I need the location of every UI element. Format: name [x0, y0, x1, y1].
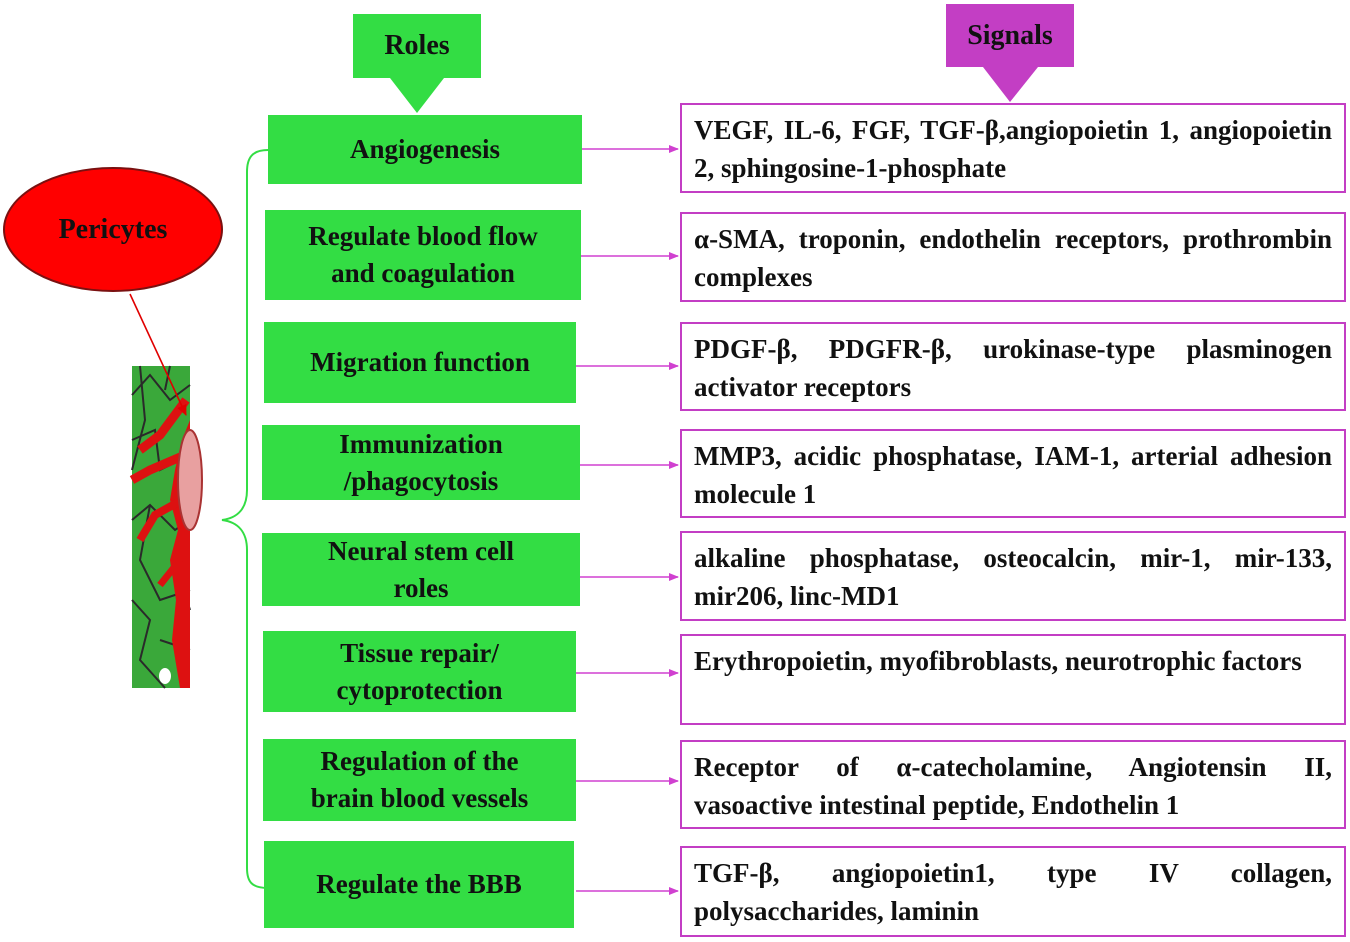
role-label-line: Regulate blood flow — [308, 221, 538, 251]
role-label-line: Neural stem cell — [328, 535, 514, 566]
role-box-angiogenesis: Angiogenesis — [268, 115, 582, 184]
roles-header: Roles — [353, 14, 481, 78]
role-box-migration: Migration function — [264, 322, 576, 403]
signal-box-immunization: MMP3, acidic phosphatase, IAM-1, arteria… — [680, 429, 1346, 518]
role-label-line: roles — [393, 572, 449, 603]
signal-box-neural-stem-cell: alkaline phosphatase, osteocalcin, mir-1… — [680, 531, 1346, 621]
role-label-line: Tissue repair/ — [340, 637, 499, 668]
role-label-line: brain blood vessels — [310, 783, 529, 813]
signal-box-angiogenesis: VEGF, IL-6, FGF, TGF-β,angiopoietin 1, a… — [680, 103, 1346, 193]
roles-header-arrow — [390, 78, 444, 113]
signal-text: VEGF, IL-6, FGF, TGF-β,angiopoietin 1, a… — [694, 115, 1332, 183]
signal-box-migration: PDGF-β, PDGFR-β, urokinase-type plasmino… — [680, 322, 1346, 411]
role-box-blood-flow: Regulate blood flow and coagulation — [265, 210, 581, 300]
pericytes-label: Pericytes — [58, 213, 168, 245]
signal-text: alkaline phosphatase, osteocalcin, mir-1… — [694, 543, 1332, 611]
role-label-line: Angiogenesis — [349, 134, 501, 164]
pericyte-pointer-arrow — [129, 293, 187, 416]
role-label-line: Migration function — [310, 347, 530, 377]
signal-text: PDGF-β, PDGFR-β, urokinase-type plasmino… — [694, 334, 1332, 402]
signals-header: Signals — [946, 4, 1074, 67]
signal-text: TGF-β, angiopoietin1, type IV collagen, … — [694, 858, 1332, 926]
signal-box-brain-vessels: Receptor of α-catecholamine, Angiotensin… — [680, 740, 1346, 829]
role-box-bbb: Regulate the BBB — [264, 841, 574, 928]
signal-text: Erythropoietin, myofibroblasts, neurotro… — [694, 646, 1302, 676]
signal-text: MMP3, acidic phosphatase, IAM-1, arteria… — [694, 441, 1332, 509]
role-box-tissue-repair: Tissue repair/ cytoprotection — [263, 631, 576, 712]
roles-brace — [221, 149, 269, 889]
role-box-brain-vessels: Regulation of the brain blood vessels — [263, 739, 576, 821]
role-box-immunization: Immunization /phagocytosis — [262, 425, 580, 500]
signal-box-bbb: TGF-β, angiopoietin1, type IV collagen, … — [680, 846, 1346, 937]
signal-text: α-SMA, troponin, endothelin receptors, p… — [694, 224, 1332, 292]
role-label-line: Regulate the BBB — [316, 869, 522, 899]
signal-box-tissue-repair: Erythropoietin, myofibroblasts, neurotro… — [680, 634, 1346, 725]
pericytes-node: Pericytes — [3, 167, 223, 292]
role-label-line: and coagulation — [331, 258, 515, 288]
blood-vessel-illustration — [129, 365, 203, 689]
signal-box-blood-flow: α-SMA, troponin, endothelin receptors, p… — [680, 212, 1346, 302]
role-label-line: Regulation of the — [320, 746, 519, 776]
role-box-neural-stem-cell: Neural stem cell roles — [262, 533, 580, 606]
role-label-line: Immunization — [339, 428, 503, 459]
role-label-line: cytoprotection — [336, 674, 503, 705]
role-label-line: /phagocytosis — [343, 465, 499, 496]
signal-text: Receptor of α-catecholamine, Angiotensin… — [694, 752, 1332, 820]
signals-header-arrow — [983, 67, 1038, 102]
